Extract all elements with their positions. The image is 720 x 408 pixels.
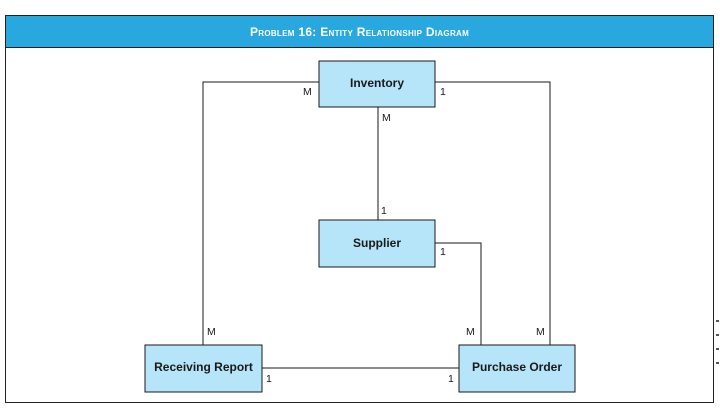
card-inventory-purchase-po: M: [536, 326, 545, 338]
card-inventory-supplier-sup: 1: [381, 205, 387, 217]
card-inventory-receiving-rec: M: [207, 326, 216, 338]
edge-mark: [716, 362, 719, 364]
entity-supplier[interactable]: Supplier: [318, 219, 436, 268]
cardinality-labels: M 1 M 1 1 M M M 1 1: [207, 86, 545, 385]
entity-supplier-label: Supplier: [353, 236, 401, 250]
entity-receiving-report-label: Receiving Report: [154, 360, 253, 374]
title-bar: Problem 16: Entity Relationship Diagram: [6, 16, 713, 48]
entity-purchase-order-label: Purchase Order: [472, 360, 562, 374]
card-supplier-purchase-sup: 1: [440, 246, 446, 258]
card-supplier-purchase-po: M: [466, 326, 475, 338]
entity-inventory-label: Inventory: [350, 76, 404, 90]
card-receiving-purchase-rec: 1: [266, 373, 272, 385]
line-inventory-receiving: [202, 81, 319, 345]
relationship-lines: [202, 81, 551, 369]
edge-mark: [716, 348, 719, 350]
edge-mark: [716, 320, 719, 322]
edge-mark: [716, 334, 719, 336]
entity-inventory[interactable]: Inventory: [318, 60, 436, 108]
card-inventory-supplier-inv: M: [382, 112, 391, 124]
entity-receiving-report[interactable]: Receiving Report: [144, 344, 263, 393]
diagram-title: Problem 16: Entity Relationship Diagram: [249, 24, 470, 39]
entity-purchase-order[interactable]: Purchase Order: [458, 344, 576, 393]
card-inventory-receiving-inv: M: [303, 86, 312, 98]
card-receiving-purchase-po: 1: [448, 373, 454, 385]
card-inventory-purchase-inv: 1: [440, 86, 446, 98]
line-supplier-purchase: [435, 242, 482, 345]
edge-marks: [714, 320, 720, 400]
line-inventory-purchase: [435, 81, 551, 345]
